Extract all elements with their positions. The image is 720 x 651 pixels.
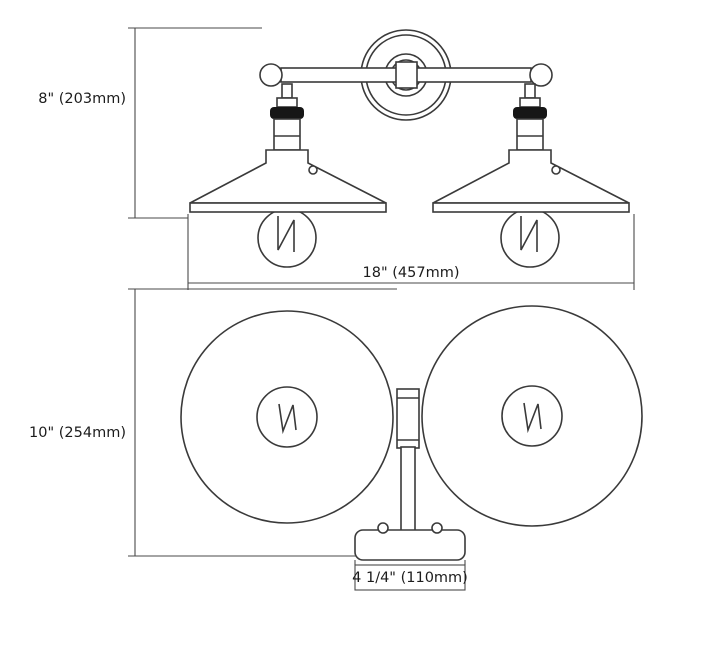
plan-left-filament xyxy=(278,403,297,435)
plan-backplate xyxy=(354,529,466,561)
left-cone-shade xyxy=(189,149,387,204)
dimension-annotations: 8" (203mm) 18" (457mm) 10" (254mm) xyxy=(29,27,635,591)
left-socket-band xyxy=(270,107,304,119)
plan-right-bulb xyxy=(501,385,563,447)
arm-ball-finial-right xyxy=(529,63,553,87)
arm-mount-block xyxy=(395,61,418,89)
backplate-dimension-label: 4 1/4" (110mm) xyxy=(352,570,468,586)
height-dimension-label: 8" (203mm) xyxy=(38,91,126,107)
plan-backplate-screw-right xyxy=(431,522,443,534)
left-stem-collar xyxy=(276,97,298,108)
left-edison-bulb xyxy=(257,208,317,268)
right-socket-band xyxy=(513,107,547,119)
depth-dimension-label: 10" (254mm) xyxy=(29,425,126,441)
height-dimension: 8" (203mm) xyxy=(38,27,262,219)
plan-view xyxy=(180,305,643,561)
left-socket-cup xyxy=(273,118,301,151)
arm-ball-finial-left xyxy=(259,63,283,87)
width-dimension: 18" (457mm) xyxy=(187,214,635,290)
right-stem-collar xyxy=(519,97,541,108)
left-bulb-filament xyxy=(277,216,295,252)
right-cone-shade xyxy=(432,149,630,204)
left-socket-assembly xyxy=(270,83,304,151)
backplate-dimension: 4 1/4" (110mm) xyxy=(352,560,468,591)
right-bulb-filament xyxy=(520,216,538,252)
right-shade-rim xyxy=(432,202,630,213)
right-socket-cup xyxy=(516,118,544,151)
front-view xyxy=(189,29,630,268)
left-switch-knob xyxy=(308,165,318,175)
right-socket-assembly xyxy=(513,83,547,151)
right-edison-bulb xyxy=(500,208,560,268)
right-switch-knob xyxy=(551,165,561,175)
width-dimension-label: 18" (457mm) xyxy=(363,265,460,281)
backplate-label-box xyxy=(354,564,466,591)
plan-backplate-screw-left xyxy=(377,522,389,534)
right-stem-neck xyxy=(524,83,536,99)
plan-left-bulb xyxy=(256,386,318,448)
depth-dimension: 10" (254mm) xyxy=(29,288,397,557)
plan-stem xyxy=(400,446,416,532)
left-shade-rim xyxy=(189,202,387,213)
plan-right-filament xyxy=(523,402,542,434)
left-stem-neck xyxy=(281,83,293,99)
